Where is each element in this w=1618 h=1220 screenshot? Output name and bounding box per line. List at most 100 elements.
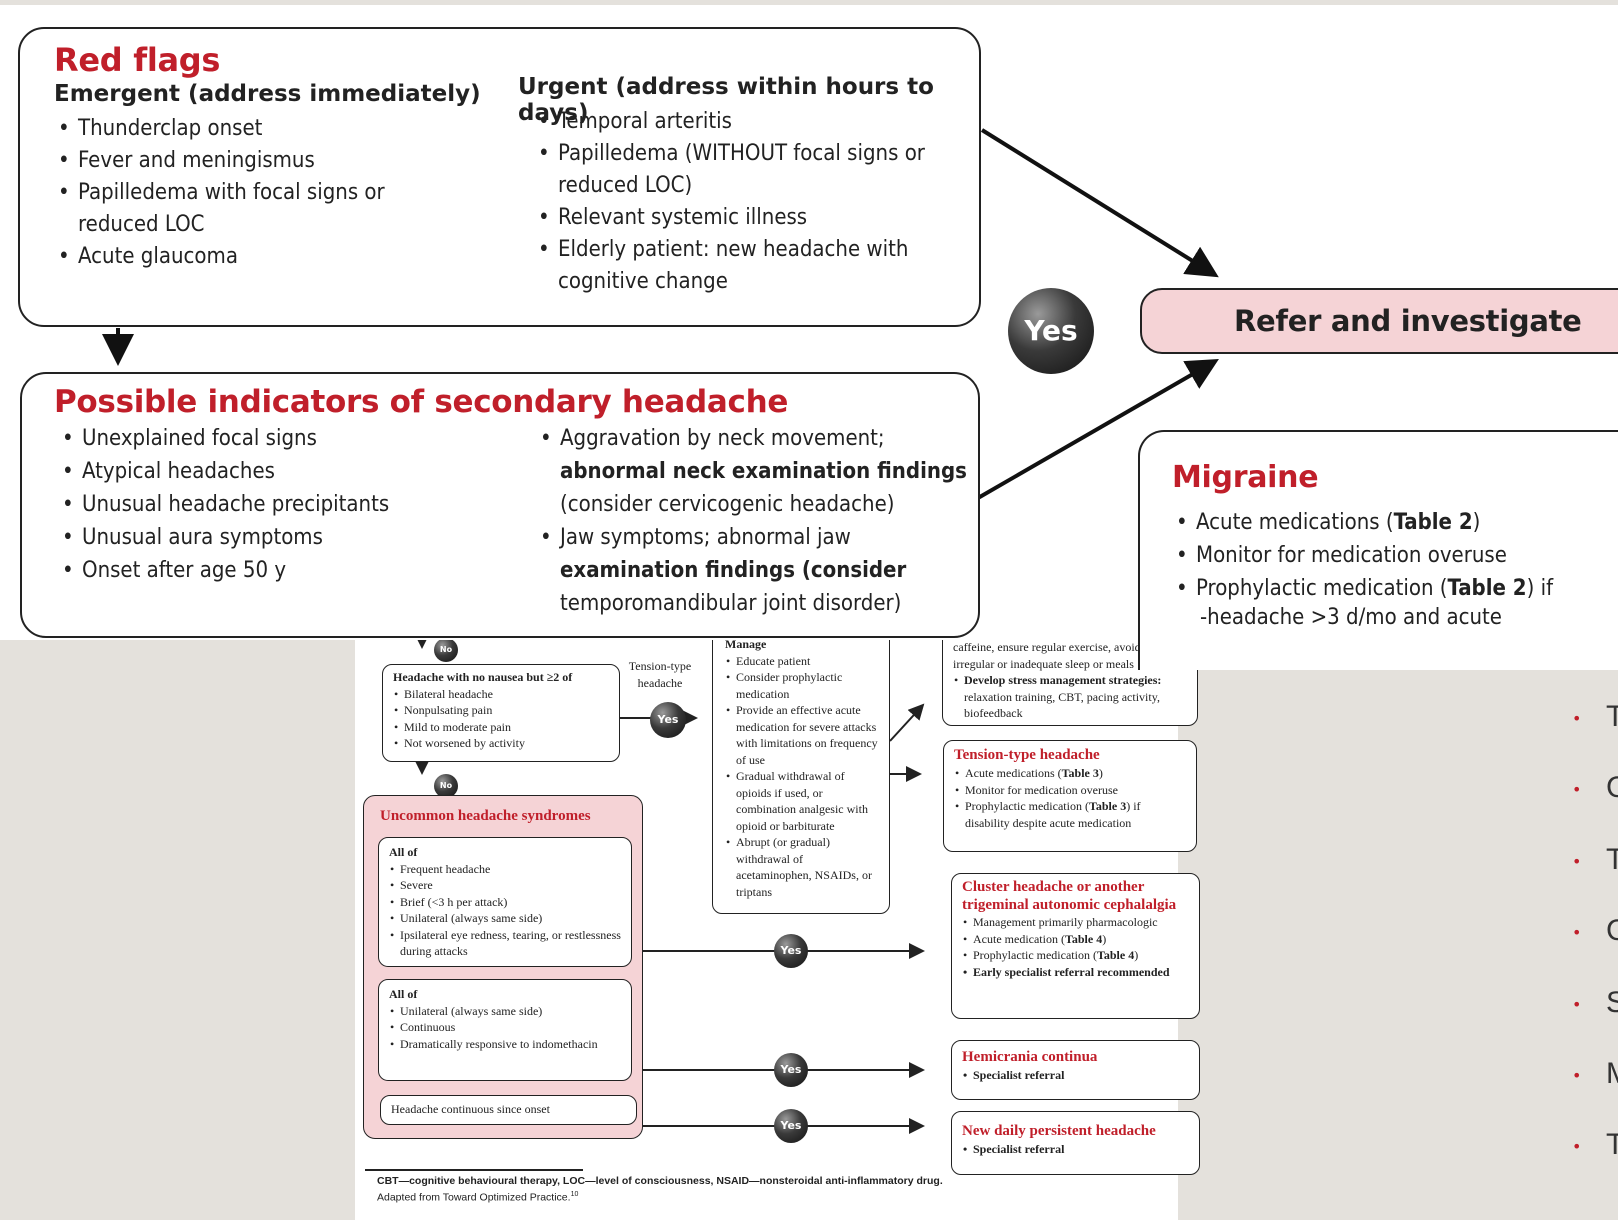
list-item: Aggravation by neck movement; abnormal n… — [536, 422, 976, 521]
manage-title: Manage — [725, 637, 767, 651]
tension-criteria-box: Headache with no nausea but ≥2 of Bilate… — [382, 664, 620, 762]
list-item: Acute glaucoma — [54, 241, 454, 273]
list-item: Jaw symptoms; abnormal jaw examination f… — [536, 521, 976, 620]
lifestyle-list: Develop stress management strategies: re… — [953, 672, 1187, 722]
ndph-list: Specialist referral — [962, 1141, 1189, 1158]
text: Acute medication ( — [973, 931, 1065, 946]
text: Prophylactic medication ( — [1196, 576, 1448, 601]
list-item: Thunderclap onset — [54, 113, 454, 145]
uncommon-group-2: All of Unilateral (always same side) Con… — [378, 979, 632, 1081]
list-item: Nonpulsating pain — [393, 702, 609, 719]
cluster-title: Cluster headache or another trigeminal a… — [962, 879, 1177, 913]
ndph-title: New daily persistent headache — [962, 1123, 1156, 1139]
uncommon-group-1: All of Frequent headache Severe Brief (<… — [378, 837, 632, 967]
uncommon-title: Uncommon headache syndromes — [380, 808, 591, 824]
lifestyle-bold: Develop stress management strategies: — [964, 673, 1162, 687]
table-ref: Table 2 — [1393, 510, 1473, 535]
hemicrania-title: Hemicrania continua — [962, 1049, 1098, 1065]
list-item: Relevant systemic illness — [534, 202, 954, 234]
refer-investigate-box: Refer and investigate — [1140, 288, 1618, 354]
list-item: Early specialist referral recommended — [962, 964, 1189, 981]
refer-label: Refer and investigate — [1234, 304, 1582, 338]
migraine-title: Migraine — [1172, 460, 1319, 495]
tension-type-box: Tension-type headache Acute medications … — [943, 740, 1197, 852]
yes-badge-tension: Yes — [650, 702, 686, 738]
text: ) if disability despite acute medication — [965, 799, 1141, 830]
group-heading: All of — [389, 987, 418, 1001]
tension-criteria-list: Bilateral headache Nonpulsating pain Mil… — [393, 686, 609, 752]
tension-box-title: Tension-type headache — [954, 747, 1100, 763]
no-badge-1: No — [434, 638, 458, 662]
secondary-right-list: Aggravation by neck movement; abnormal n… — [536, 422, 976, 620]
list-item: Acute medications (Table 2) — [1172, 506, 1618, 539]
footnote-source: Adapted from Toward Optimized Practice.1… — [377, 1188, 1177, 1205]
list-item: Unusual aura symptoms — [58, 521, 498, 554]
list-item: Frequent headache — [389, 861, 621, 878]
yes-badge-cluster: Yes — [774, 934, 808, 968]
text: ) if — [1526, 576, 1554, 601]
list-item: Specialist referral — [962, 1067, 1189, 1084]
yes-badge-refer: Yes — [1008, 288, 1094, 374]
footnote-abbreviations: CBT—cognitive behavioural therapy, LOC—l… — [377, 1175, 943, 1187]
list-item: Monitor for medication overuse — [1172, 539, 1618, 572]
list-item: Unilateral (always same side) — [389, 910, 621, 927]
slide-bullet-dot: • — [1572, 923, 1582, 942]
list-item: Monitor for medication overuse — [954, 782, 1186, 799]
uncommon-group-3: Headache continuous since onset — [380, 1095, 637, 1125]
list-item: Specialist referral — [962, 1141, 1189, 1158]
slide-bullet-text: T — [1606, 700, 1618, 733]
cluster-list: Management primarily pharmacologic Acute… — [962, 914, 1189, 980]
list-item: Acute medication (Table 4) — [962, 931, 1189, 948]
migraine-box: Migraine Acute medications (Table 2) Mon… — [1138, 430, 1618, 670]
bold-text: examination findings (consider — [560, 558, 907, 583]
manage-list: Educate patient Consider prophylactic me… — [725, 653, 879, 901]
table-ref: Table 3 — [1088, 799, 1127, 813]
text: ) — [1134, 948, 1139, 962]
list-item: Provide an effective acute medication fo… — [725, 702, 879, 768]
text: Aggravation by neck movement; — [560, 426, 885, 451]
red-flags-box: Red flags Emergent (address immediately)… — [18, 27, 981, 327]
emergent-list: Thunderclap onset Fever and meningismus … — [54, 113, 454, 273]
list-item: Elderly patient: new headache with cogni… — [534, 234, 954, 298]
secondary-headache-box: Possible indicators of secondary headach… — [20, 372, 980, 638]
slide-bullet-text: C — [1606, 914, 1618, 947]
slide-bullet-text: T — [1606, 843, 1618, 876]
text: ) — [1102, 931, 1107, 946]
text: Acute medications ( — [1196, 510, 1394, 535]
text: Acute medications ( — [965, 766, 1062, 780]
group-heading: All of — [389, 845, 418, 859]
list-item: Consider prophylactic medication — [725, 669, 879, 702]
list-item: Prophylactic medication (Table 4) — [962, 947, 1189, 964]
list-item: Acute medications (Table 3) — [954, 765, 1186, 782]
list-item: Papilledema with focal signs or reduced … — [54, 177, 454, 241]
footnote-ref: 10 — [570, 1191, 579, 1198]
slide-bullet-text: C — [1606, 771, 1618, 804]
hemicrania-list: Specialist referral — [962, 1067, 1189, 1084]
slide-bullet-dot: • — [1572, 852, 1582, 871]
list-item: Abrupt (or gradual) withdrawal of acetam… — [725, 834, 879, 900]
list-item: Temporal arteritis — [534, 106, 954, 138]
list-item: Unilateral (always same side) — [389, 1003, 621, 1020]
list-item: Fever and meningismus — [54, 145, 454, 177]
list-item: Bilateral headache — [393, 686, 609, 703]
list-item: Ipsilateral eye redness, tearing, or res… — [389, 927, 621, 960]
footnote: CBT—cognitive behavioural therapy, LOC—l… — [377, 1174, 1177, 1205]
secondary-left-list: Unexplained focal signs Atypical headach… — [58, 422, 498, 587]
table-ref: Table 3 — [1061, 766, 1099, 780]
list-item: Continuous — [389, 1019, 621, 1036]
source-text: Adapted from Toward Optimized Practice. — [377, 1191, 571, 1204]
table-ref: Table 4 — [1064, 931, 1103, 946]
text: Prophylactic medication ( — [965, 799, 1089, 813]
slide-bullet-text: T — [1606, 1128, 1618, 1161]
text: temporomandibular joint disorder) — [560, 591, 902, 616]
list-item: Educate patient — [725, 653, 879, 670]
lifestyle-line1: caffeine, ensure regular exercise, avoid — [953, 640, 1141, 654]
list-item: Unexplained focal signs — [58, 422, 498, 455]
emergent-heading: Emergent (address immediately) — [54, 81, 481, 107]
list-item: Unusual headache precipitants — [58, 488, 498, 521]
no-badge-2: No — [434, 774, 458, 798]
hemicrania-box: Hemicrania continua Specialist referral — [951, 1040, 1200, 1100]
red-flags-title: Red flags — [54, 41, 221, 79]
tension-criteria-title: Headache with no nausea but ≥2 of — [393, 670, 573, 684]
list-item: Severe — [389, 877, 621, 894]
